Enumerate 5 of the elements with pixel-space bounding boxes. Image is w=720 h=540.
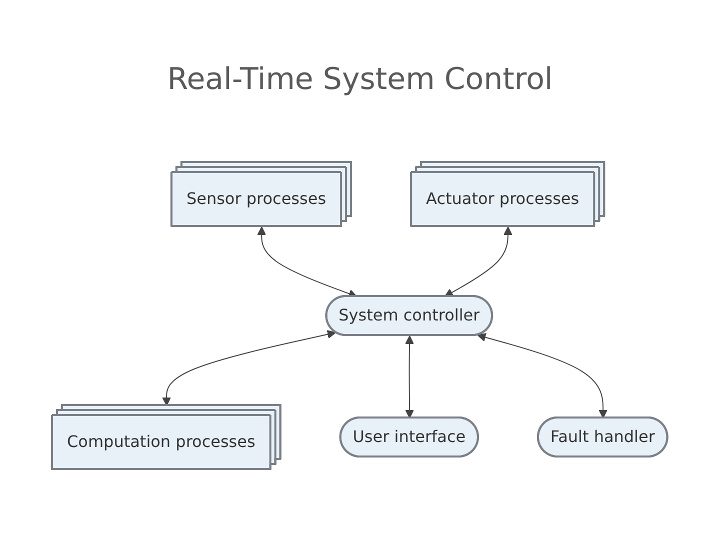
arrow (405, 335, 414, 418)
arrow (162, 330, 336, 406)
arrow (444, 226, 513, 296)
slide-title: Real-Time System Control (166, 62, 554, 97)
arrow (478, 332, 608, 418)
